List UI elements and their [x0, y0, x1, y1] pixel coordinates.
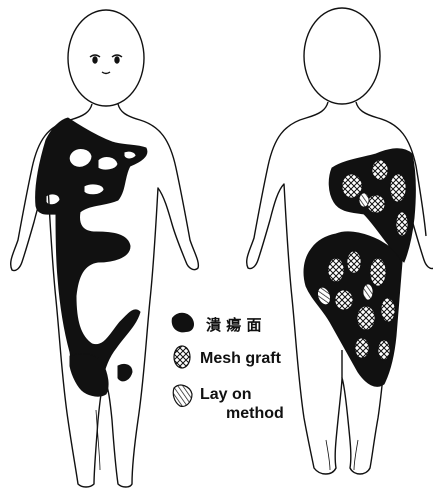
- front-ulcer-calf: [118, 364, 132, 380]
- legend-item-lay-on: Lay on method: [173, 385, 284, 422]
- front-body-outline: [11, 104, 199, 487]
- legend-label-mesh-graft: Mesh graft: [200, 350, 282, 367]
- mesh-graft-swatch: [174, 346, 190, 368]
- legend-label-ulcer: 潰 瘍 面: [206, 316, 261, 334]
- legend: 潰 瘍 面 Mesh graft Lay on method: [172, 313, 284, 422]
- legend-item-mesh-graft: Mesh graft: [174, 346, 282, 368]
- back-lesions: [304, 149, 415, 387]
- legend-label-lay-on: Lay on: [200, 386, 252, 403]
- legend-item-ulcer: 潰 瘍 面: [172, 313, 262, 334]
- ulcer-swatch: [172, 313, 194, 333]
- back-head: [304, 8, 380, 104]
- legend-label-method: method: [226, 405, 284, 422]
- lay-on-swatch: [173, 385, 192, 406]
- front-head: [68, 10, 144, 106]
- front-face: [90, 55, 122, 74]
